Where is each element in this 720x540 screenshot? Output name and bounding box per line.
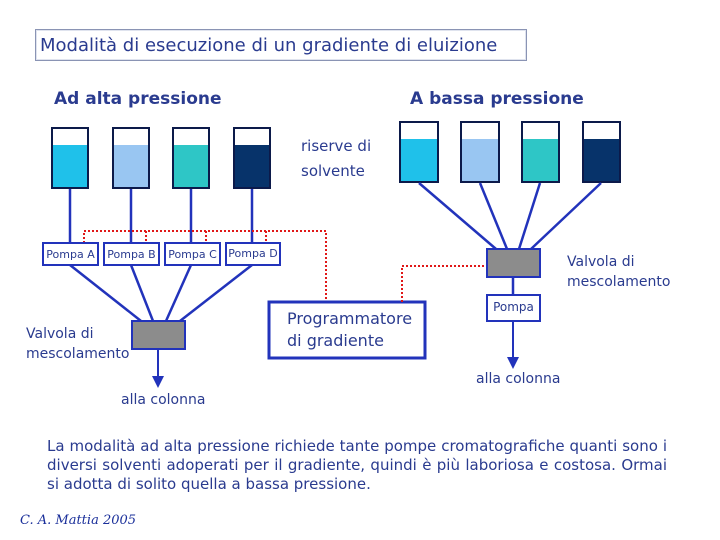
page-title: Modalità di esecuzione di un gradiente d… [40,35,498,56]
programmer-box [267,300,427,360]
low-pressure-feed-lines [418,182,602,250]
low-solvent-b [462,139,498,181]
programmer-label: Programmatore di gradiente [287,309,413,350]
low-solvent-c [523,139,558,181]
solvent-reserves-label: riserve di solvente [301,137,372,180]
low-pressure-reservoirs [399,121,621,183]
high-pressure-reservoirs [51,127,271,189]
pump-a-label: Pompa A [46,248,95,261]
pump-b-label: Pompa B [107,248,156,261]
high-pressure-feed-lines [68,189,254,243]
solvent-c [174,145,208,187]
pump-d-label: Pompa D [228,247,278,260]
title-box [35,29,527,61]
pump-c-box [164,242,221,266]
pump-d-box [225,242,281,266]
high-pressure-heading: Ad alta pressione [54,89,222,109]
solvent-b [114,145,148,187]
high-pressure-mixing-valve-label: Valvola di mescolamento [26,326,130,362]
solvent-d [235,145,269,187]
low-solvent-d [584,139,619,181]
low-pressure-pump-box [486,294,541,322]
high-pressure-outlet-label: alla colonna [121,392,206,408]
low-pressure-outlet-label: alla colonna [476,371,561,387]
caption: La modalità ad alta pressione richiede t… [47,437,667,493]
high-pressure-pumps [42,242,281,266]
high-pressure-mixing-valve [131,320,186,350]
low-pressure-heading: A bassa pressione [410,89,584,109]
pump-c-label: Pompa C [168,248,217,261]
low-pressure-pump-label: Pompa [493,300,534,314]
author-credit: C. A. Mattia 2005 [20,513,137,528]
high-pressure-mix-lines [69,264,253,322]
high-pressure-control-line [83,230,327,302]
solvent-a [53,145,87,187]
low-pressure-mixing-valve-label: Valvola di mescolamento [567,254,671,290]
low-pressure-mixing-valve [486,248,541,278]
low-pressure-control-line [401,265,487,302]
low-solvent-a [401,139,437,181]
